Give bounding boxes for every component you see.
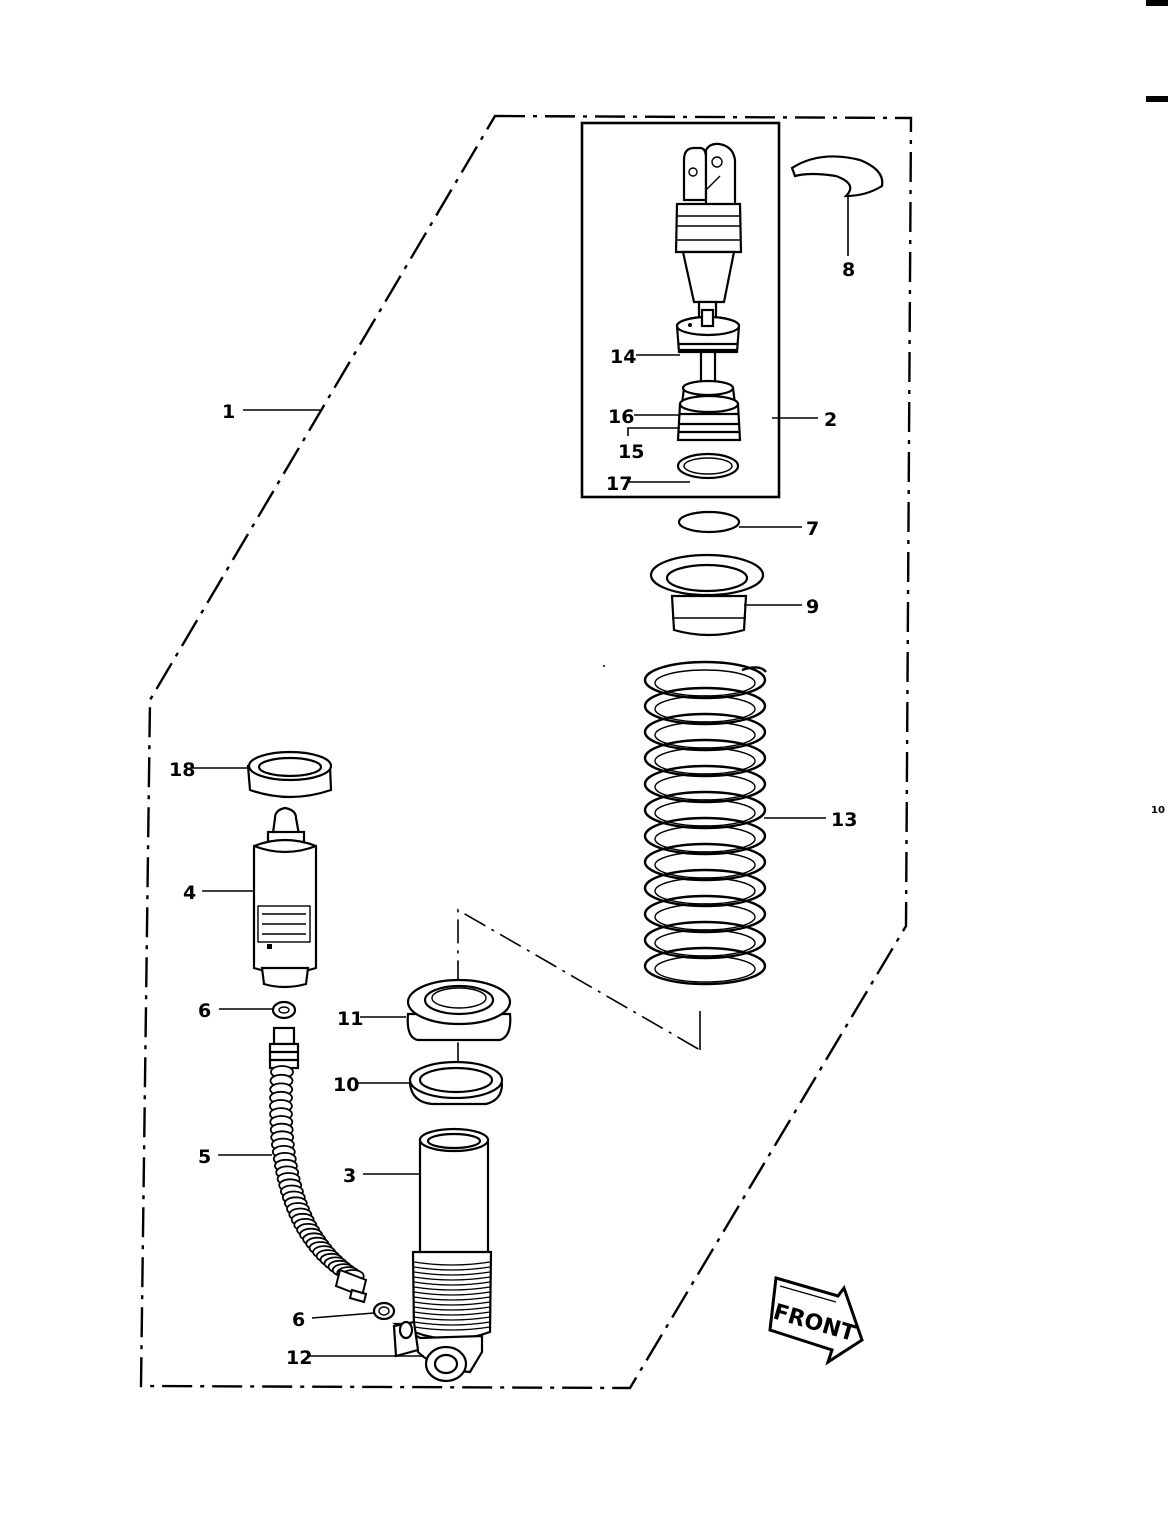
- callout-11: 11: [337, 1008, 363, 1030]
- adjuster-nut-11: [406, 978, 512, 1042]
- ring-17: [676, 452, 740, 480]
- edge-mark-top: [1146, 0, 1168, 6]
- callout-1: 1: [222, 401, 235, 423]
- valve-assembly: [676, 379, 742, 442]
- o-ring-6-upper: [271, 1000, 297, 1020]
- sub-assembly-box: [580, 121, 781, 499]
- callout-16: 16: [608, 406, 634, 428]
- print-speck: [603, 665, 605, 667]
- reservoir-4: [252, 806, 318, 989]
- alignment-line-spring: [457, 908, 701, 1090]
- callouts: 1 2 3 4 5 6 6 7 8 9 10 11 12 13 14 15 16: [169, 196, 857, 1369]
- callout-3: 3: [343, 1165, 356, 1187]
- coil-spring-13: [643, 660, 767, 986]
- o-ring-6-lower: [372, 1301, 396, 1321]
- callout-8: 8: [842, 259, 855, 281]
- hose-5: [268, 1026, 368, 1304]
- callout-9: 9: [806, 596, 819, 618]
- callout-6-lower: 6: [292, 1309, 305, 1331]
- piston-rod-clevis: [674, 142, 743, 384]
- callout-18: 18: [169, 759, 195, 781]
- edge-mark-upper: [1146, 96, 1168, 102]
- callout-17: 17: [606, 473, 632, 495]
- callout-5: 5: [198, 1146, 211, 1168]
- assembly-outline: [139, 114, 913, 1390]
- callout-6-upper: 6: [198, 1000, 211, 1022]
- spring-seat-9: [649, 553, 765, 637]
- callout-13: 13: [831, 809, 857, 831]
- callout-12: 12: [286, 1347, 312, 1369]
- corner-code: 10: [1151, 805, 1165, 816]
- callout-2: 2: [824, 409, 837, 431]
- callout-10: 10: [333, 1074, 359, 1096]
- front-direction-arrow: FRONT: [768, 1276, 864, 1366]
- callout-14: 14: [610, 346, 636, 368]
- callout-7: 7: [806, 518, 819, 540]
- callout-4: 4: [183, 882, 196, 904]
- o-ring-7: [677, 510, 741, 534]
- lock-nut-10: [408, 1060, 504, 1106]
- callout-15: 15: [618, 441, 644, 463]
- collar-18: [246, 750, 333, 799]
- threaded-sleeve: [413, 1261, 491, 1331]
- shock-body-3: [391, 1127, 493, 1383]
- c-washer-8: [790, 155, 884, 198]
